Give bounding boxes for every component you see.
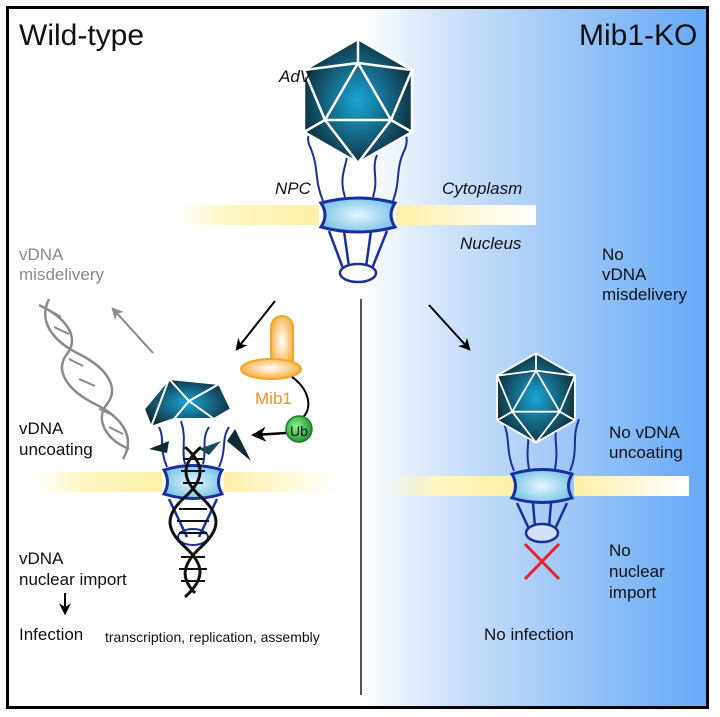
label-cytoplasm: Cytoplasm	[442, 179, 523, 198]
adv-virus-top	[302, 37, 414, 165]
label-adv: AdV	[279, 67, 312, 86]
block-x-icon	[523, 542, 561, 581]
step-misdelivery-line2: misdelivery	[19, 265, 105, 284]
left-nuclear-envelope	[34, 470, 344, 494]
ubiquitin	[285, 415, 313, 443]
step-uncoating-line1: vDNA	[19, 419, 64, 438]
ko-no-import-line3: import	[609, 583, 657, 602]
label-ub: Ub	[290, 423, 308, 439]
right-nuclear-envelope	[384, 474, 689, 498]
ko-no-uncoating-line2: uncoating	[609, 443, 683, 462]
panel-title-wildtype: Wild-type	[19, 19, 145, 52]
step-import-line1: vDNA	[19, 549, 64, 568]
label-mib1: Mib1	[255, 389, 292, 408]
ko-no-import-line2: nuclear	[609, 562, 665, 581]
adv-virus-ko	[496, 352, 576, 444]
step-uncoating-line2: uncoating	[19, 440, 93, 459]
arrow-to-wildtype	[235, 300, 276, 351]
label-npc: NPC	[275, 179, 311, 198]
diagram-canvas	[34, 37, 689, 695]
ko-no-uncoating-line1: No vDNA	[609, 423, 680, 442]
vdna-import-helix	[168, 445, 218, 599]
ko-no-import-line1: No	[609, 541, 631, 560]
misdelivered-dna	[38, 298, 130, 460]
ub-arrow	[251, 426, 287, 442]
arrow-to-mib1ko	[428, 304, 471, 351]
label-nucleus: Nucleus	[460, 234, 522, 253]
figure-frame: Wild-type Mib1-KO AdV NPC Cytoplasm Nucl…	[6, 6, 709, 709]
ko-no-misdelivery-line2: vDNA	[602, 265, 647, 284]
step-import-line2: nuclear import	[19, 570, 127, 589]
right-npc	[502, 418, 580, 544]
ko-no-infection: No infection	[484, 625, 574, 644]
arrow-misdelivery	[111, 307, 154, 354]
mib1-protein	[240, 315, 302, 380]
mib1-ub-link	[291, 376, 310, 420]
step-infection: Infection	[19, 625, 84, 644]
top-npc	[306, 126, 408, 284]
top-nuclear-envelope	[174, 203, 536, 227]
ko-no-misdelivery-line3: misdelivery	[602, 285, 688, 304]
panel-title-mib1ko: Mib1-KO	[579, 19, 698, 52]
step-infection-detail: transcription, replication, assembly	[105, 629, 320, 645]
ko-no-misdelivery-line1: No	[602, 245, 624, 264]
uncoating-capsid	[142, 377, 251, 461]
step-misdelivery-line1: vDNA	[19, 245, 64, 264]
